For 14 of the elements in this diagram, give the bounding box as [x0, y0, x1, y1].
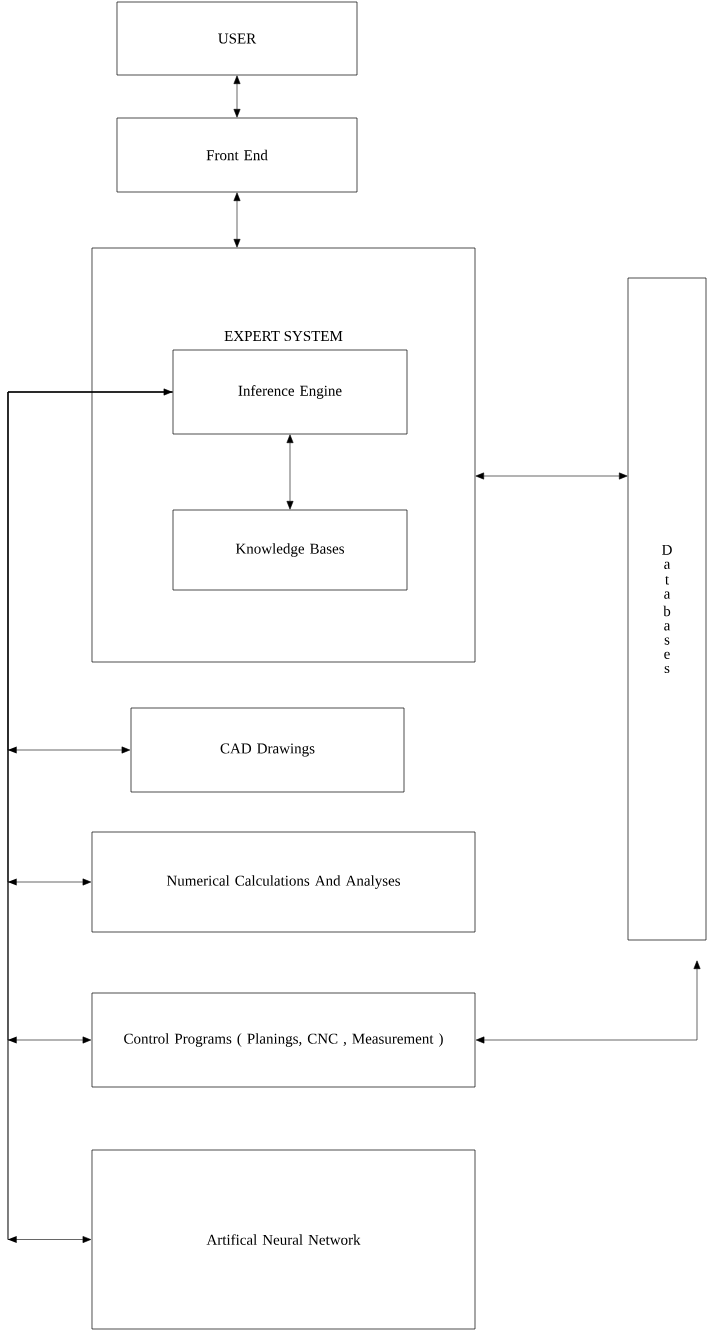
process-box: Numerical Calculations And Analyses	[91, 831, 476, 933]
arrow	[286, 434, 294, 510]
database-column: Databases	[627, 277, 707, 941]
arrow	[233, 192, 241, 248]
arrow	[475, 472, 628, 480]
process-box: CAD Drawings	[130, 707, 405, 793]
process-box: Knowledge Bases	[172, 509, 408, 591]
process-box: Front End	[116, 117, 358, 193]
process-box: Artifical Neural Network	[91, 1149, 476, 1330]
process-box: Inference Engine	[172, 349, 408, 435]
process-box: USER	[116, 1, 358, 76]
arrow	[475, 960, 701, 1044]
process-box: Control Programs ( Planings, CNC , Measurement )	[91, 992, 476, 1088]
arrow	[233, 75, 241, 118]
